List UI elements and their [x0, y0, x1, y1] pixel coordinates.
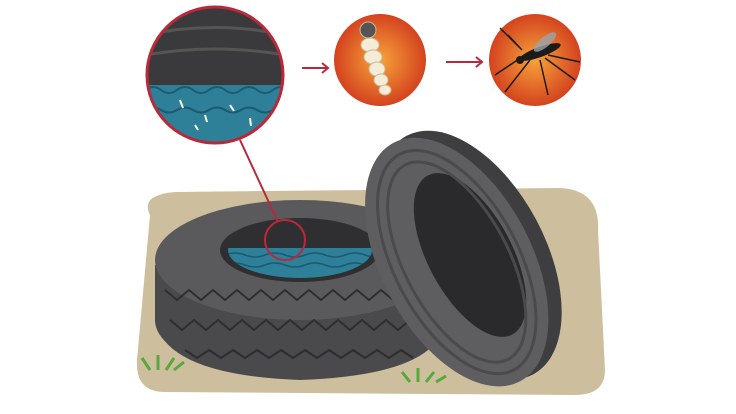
mosquito-circle: [489, 14, 581, 106]
highlight-ring: [264, 219, 306, 261]
standing-tire: [365, 130, 562, 387]
callout-line: [239, 139, 279, 223]
grass-tufts: [140, 355, 447, 384]
larva-circle: [334, 14, 426, 106]
arrow-1: [302, 62, 330, 74]
arrow-2: [446, 56, 484, 68]
zoomed-water-circle: [145, 5, 285, 145]
lying-tire: [155, 200, 445, 380]
